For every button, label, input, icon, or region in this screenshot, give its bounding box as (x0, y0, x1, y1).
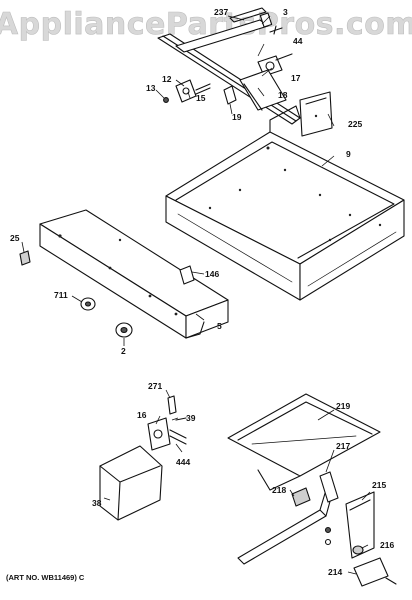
callout-5: 5 (217, 321, 222, 331)
callout-19: 19 (232, 112, 242, 122)
part-214-plate (353, 557, 397, 587)
callout-44: 44 (293, 36, 303, 46)
callout-214: 214 (328, 567, 342, 577)
callout-3: 3 (283, 7, 288, 17)
leader-lines (21, 15, 371, 575)
callout-225: 225 (348, 119, 362, 129)
part-215-bracket (345, 491, 375, 559)
watermark: AppliancePartsPros.com (0, 7, 412, 42)
callout-12: 12 (162, 74, 172, 84)
part-711-grommet (80, 297, 96, 311)
manifold-assembly (157, 7, 301, 125)
part-219-shield (227, 393, 381, 491)
callout-17: 17 (291, 73, 301, 83)
callout-146: 146 (205, 269, 219, 279)
part-146-clip (179, 265, 195, 285)
part-16-valve-assembly (147, 395, 187, 451)
callout-2: 2 (121, 346, 126, 356)
callout-38: 38 (92, 498, 102, 508)
callout-444: 444 (176, 457, 190, 467)
callout-711: 711 (54, 290, 68, 300)
part-38-cover (99, 445, 163, 521)
callout-9: 9 (346, 149, 351, 159)
part-9-tray (165, 105, 405, 301)
callout-271: 271 (148, 381, 162, 391)
part-25-clip (19, 250, 31, 266)
callout-18: 18 (278, 90, 288, 100)
callout-219: 219 (336, 401, 350, 411)
callout-215: 215 (372, 480, 386, 490)
callout-25: 25 (10, 233, 20, 243)
callout-217: 217 (336, 441, 350, 451)
callout-237: 237 (214, 7, 228, 17)
callout-13: 13 (146, 83, 156, 93)
part-5-panel (39, 209, 229, 339)
callout-39: 39 (186, 413, 196, 423)
art-number: (ART NO. WB11469) C (6, 573, 85, 582)
callout-16: 16 (137, 410, 147, 420)
part-217-burner (237, 471, 339, 565)
callout-218: 218 (272, 485, 286, 495)
part-2-grommet (115, 322, 133, 338)
callout-216: 216 (380, 540, 394, 550)
part-225-plate (299, 91, 333, 137)
callout-labels: 237 3 44 17 12 13 15 18 19 225 9 25 146 … (10, 7, 394, 577)
part-216-nut (352, 545, 364, 555)
callout-15: 15 (196, 93, 206, 103)
